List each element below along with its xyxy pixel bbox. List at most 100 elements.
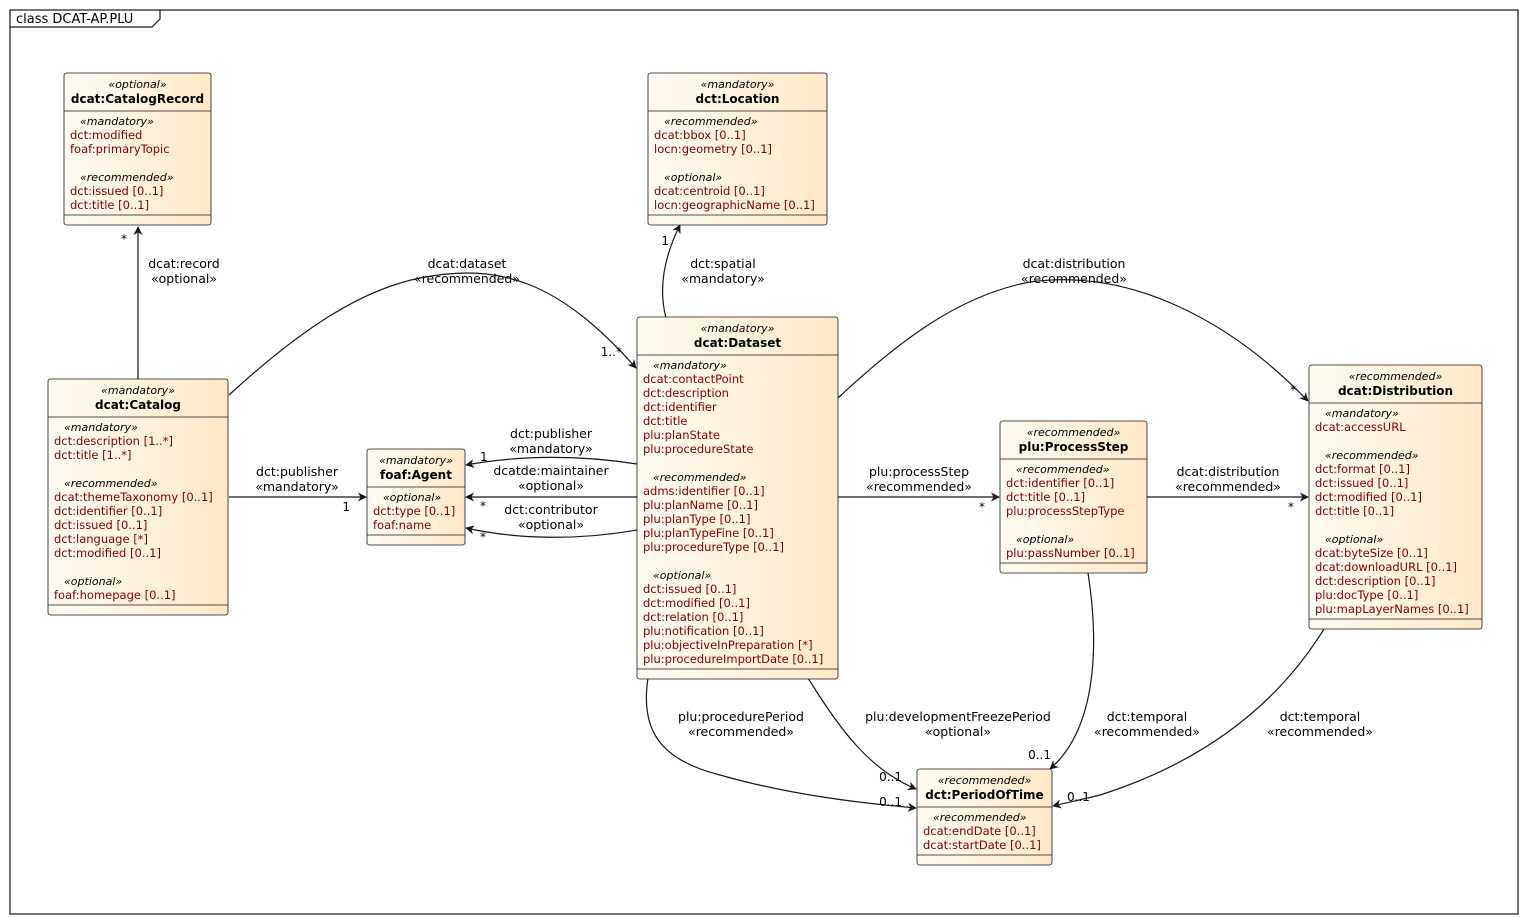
class-dataset-attribute: plu:procedureImportDate [0..1] — [643, 652, 823, 666]
edge-catalog-publisher-label: dct:publisher — [256, 464, 339, 479]
class-distribution-attribute: dct:modified [0..1] — [1315, 490, 1422, 504]
class-catalogRecord-attribute: dct:modified — [70, 128, 142, 142]
class-processStep-group-stereotype: «optional» — [1016, 533, 1074, 546]
edge-ps-temporal-mult: 0..1 — [1028, 748, 1051, 762]
class-dataset-stereotype: «mandatory» — [701, 322, 775, 335]
class-dataset-attribute: plu:planName [0..1] — [643, 498, 758, 512]
class-processStep-attribute: dct:title [0..1] — [1006, 490, 1085, 504]
class-distribution-group-stereotype: «mandatory» — [1325, 407, 1399, 420]
edge-process-step-stereotype: «recommended» — [866, 479, 972, 494]
class-distribution: «recommended»dcat:Distribution«mandatory… — [1308, 364, 1483, 630]
edge-process-step-mult: * — [979, 500, 985, 514]
class-distribution-attribute: plu:docType [0..1] — [1315, 588, 1418, 602]
class-boxes: «optional»dcat:CatalogRecord«mandatory»d… — [47, 72, 1483, 866]
edge-ps-distribution-stereotype: «recommended» — [1175, 479, 1281, 494]
class-distribution-box — [1308, 364, 1483, 630]
class-dataset-attribute: plu:procedureState — [643, 442, 753, 456]
edge-freeze-period — [807, 677, 917, 791]
edge-procedure-period-mult: 0..1 — [879, 795, 902, 809]
edge-record-stereotype: «optional» — [151, 271, 217, 286]
edge-ps-temporal — [1049, 572, 1095, 770]
edge-ps-temporal-stereotype: «recommended» — [1094, 724, 1200, 739]
class-dataset-attribute: dcat:contactPoint — [643, 372, 744, 386]
class-distribution-stereotype: «recommended» — [1349, 370, 1443, 383]
class-distribution-name: dcat:Distribution — [1338, 384, 1453, 398]
class-dataset-attribute: plu:planState — [643, 428, 720, 442]
class-agent-name: foaf:Agent — [380, 468, 452, 482]
class-dataset-attribute: plu:planTypeFine [0..1] — [643, 526, 774, 540]
class-catalog-attribute: foaf:homepage [0..1] — [54, 588, 176, 602]
edges — [133, 224, 1325, 812]
class-distribution-attribute: dct:issued [0..1] — [1315, 476, 1408, 490]
class-location-attribute: dcat:bbox [0..1] — [654, 128, 746, 142]
frame-title: class DCAT-AP.PLU — [16, 12, 133, 27]
class-processStep-attribute: plu:processStepType — [1006, 504, 1124, 518]
edge-process-step-label: plu:processStep — [869, 464, 969, 479]
class-catalog-attribute: dct:description [1..*] — [54, 434, 173, 448]
edge-freeze-period-stereotype: «optional» — [925, 724, 991, 739]
class-distribution-attribute: dcat:downloadURL [0..1] — [1315, 560, 1457, 574]
edge-spatial-mult: 1 — [661, 234, 669, 248]
edge-ps-distribution-label: dcat:distribution — [1177, 464, 1280, 479]
class-dataset-attribute: dct:identifier — [643, 400, 717, 414]
class-dataset-attribute: dct:modified [0..1] — [643, 596, 750, 610]
edge-dist-temporal-label: dct:temporal — [1280, 709, 1361, 724]
edge-record-label: dcat:record — [148, 256, 220, 271]
class-processStep-attribute: plu:passNumber [0..1] — [1006, 546, 1135, 560]
edge-spatial — [661, 224, 681, 319]
class-catalog-stereotype: «mandatory» — [101, 384, 175, 397]
edge-dist-temporal-mult: 0..1 — [1067, 790, 1090, 804]
class-dataset-attribute: adms:identifier [0..1] — [643, 484, 765, 498]
class-distribution-attribute: plu:mapLayerNames [0..1] — [1315, 602, 1469, 616]
class-distribution-group-stereotype: «recommended» — [1325, 449, 1419, 462]
class-dataset-group-stereotype: «mandatory» — [653, 359, 727, 372]
class-agent-stereotype: «mandatory» — [379, 454, 453, 467]
class-catalog-attribute: dcat:themeTaxonomy [0..1] — [54, 490, 213, 504]
edge-freeze-period-mult: 0..1 — [879, 770, 902, 784]
class-processStep-name: plu:ProcessStep — [1019, 440, 1129, 454]
class-catalog-attribute: dct:title [1..*] — [54, 448, 132, 462]
class-dataset-attribute: plu:planType [0..1] — [643, 512, 750, 526]
class-periodOfTime-name: dct:PeriodOfTime — [925, 788, 1043, 802]
class-catalog-group-stereotype: «optional» — [64, 575, 122, 588]
edge-distribution — [837, 279, 1309, 402]
edge-distribution-stereotype: «recommended» — [1021, 271, 1127, 286]
class-periodOfTime: «recommended»dct:PeriodOfTime«recommende… — [916, 768, 1053, 866]
class-catalogRecord-name: dcat:CatalogRecord — [71, 92, 204, 106]
edge-dist-temporal — [1052, 628, 1325, 809]
edge-contributor-mult: * — [480, 530, 486, 544]
edge-catalog-dataset-label: dcat:dataset — [428, 256, 507, 271]
edge-spatial-stereotype: «mandatory» — [681, 271, 765, 286]
edge-contributor-stereotype: «optional» — [518, 517, 584, 532]
class-distribution-attribute: dcat:byteSize [0..1] — [1315, 546, 1428, 560]
class-dataset: «mandatory»dcat:Dataset«mandatory»dcat:c… — [636, 316, 839, 680]
class-dataset-attribute: plu:notification [0..1] — [643, 624, 764, 638]
class-catalogRecord-stereotype: «optional» — [108, 78, 166, 91]
edge-dataset-publisher-mult: 1 — [480, 450, 488, 464]
class-dataset-attribute: dct:title — [643, 414, 688, 428]
edge-dataset-publisher-label: dct:publisher — [510, 426, 593, 441]
edge-contributor — [465, 525, 638, 538]
class-location-group-stereotype: «recommended» — [664, 115, 758, 128]
class-agent-attribute: foaf:name — [373, 518, 431, 532]
class-catalogRecord-attribute: dct:issued [0..1] — [70, 184, 163, 198]
diagram-frame: class DCAT-AP.PLU — [9, 9, 1519, 915]
class-catalog-box — [47, 378, 229, 616]
class-dataset-box — [636, 316, 839, 680]
class-distribution-attribute: dcat:accessURL — [1315, 420, 1406, 434]
class-agent-attribute: dct:type [0..1] — [373, 504, 455, 518]
edge-dist-temporal-stereotype: «recommended» — [1267, 724, 1373, 739]
class-distribution-attribute: dct:description [0..1] — [1315, 574, 1436, 588]
class-catalog-attribute: dct:issued [0..1] — [54, 518, 147, 532]
edge-ps-distribution-mult: * — [1288, 500, 1294, 514]
class-catalog-group-stereotype: «mandatory» — [64, 421, 138, 434]
edge-procedure-period-label: plu:procedurePeriod — [678, 709, 804, 724]
edge-dataset-publisher-stereotype: «mandatory» — [509, 441, 593, 456]
class-dataset-attribute: dct:relation [0..1] — [643, 610, 743, 624]
class-catalog-name: dcat:Catalog — [95, 398, 181, 412]
class-processStep-group-stereotype: «recommended» — [1016, 463, 1110, 476]
class-distribution-attribute: dct:format [0..1] — [1315, 462, 1410, 476]
class-dataset-attribute: dct:description — [643, 386, 729, 400]
edge-dataset-publisher — [465, 456, 638, 468]
